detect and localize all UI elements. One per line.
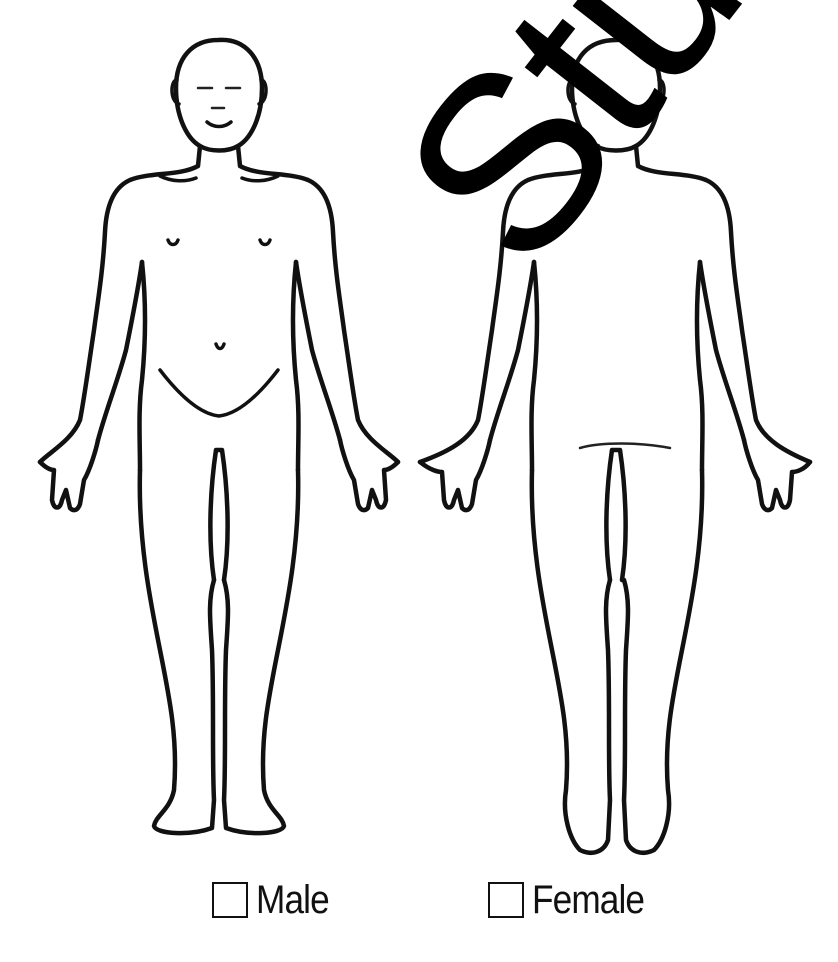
female-option[interactable]: Female: [488, 875, 659, 925]
female-label: Female: [532, 878, 644, 923]
male-label: Male: [256, 878, 329, 923]
human-body-front-icon: [40, 40, 398, 833]
male-option[interactable]: Male: [212, 875, 339, 925]
male-checkbox[interactable]: [212, 882, 248, 918]
human-body-back-icon: [420, 40, 810, 853]
female-checkbox[interactable]: [488, 882, 524, 918]
